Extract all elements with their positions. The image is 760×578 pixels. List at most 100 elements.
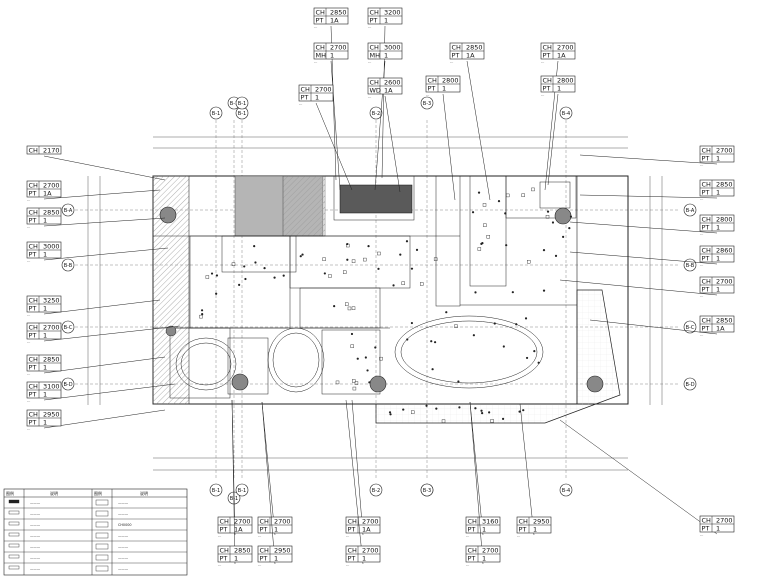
tag-note: --- (700, 197, 703, 201)
fixture-square (351, 259, 356, 263)
fixture-square (205, 275, 210, 279)
fixture-dot (350, 332, 354, 336)
tag-code-label: CH (452, 44, 462, 52)
tag-code-label: PT (29, 217, 37, 225)
fixture-dot (458, 406, 461, 409)
fixture-square (401, 281, 405, 285)
axis-bubble: B-B (683, 258, 697, 272)
tag-code-value: 1A (557, 52, 566, 60)
tag-code-value: 2700 (274, 518, 291, 526)
legend-symbol-heading-2: 图例 (94, 490, 102, 496)
tag-code-label: PT (543, 52, 551, 60)
tag-code-label: PT (702, 155, 710, 163)
fixture-dot (200, 309, 204, 312)
fixture-dot (377, 267, 380, 270)
legend-symbol-2 (95, 521, 109, 528)
tag-note: --- (346, 534, 349, 538)
tag-code-label: CH (702, 517, 712, 525)
tag-code-label: PT (348, 555, 356, 563)
tag-code-label: PT (543, 85, 551, 93)
legend-symbol-2 (95, 554, 109, 561)
tag-code-label: CH (702, 247, 712, 255)
tag-code-label: CH (702, 216, 712, 224)
tag-code-value: 1 (43, 332, 47, 340)
ceiling-fixtures (199, 187, 573, 423)
fixture-dot (524, 317, 528, 320)
axis-bubble: B-1 (235, 96, 249, 110)
tag-code-label: WD (370, 87, 381, 95)
legend-symbol (8, 565, 20, 570)
legend-desc-2: ——— (118, 545, 129, 549)
fixture-dot (518, 410, 521, 413)
axis-label: B-1 (212, 488, 220, 494)
fixture-dot (504, 212, 507, 215)
axis-bubble: B-1 (209, 106, 223, 120)
tag-code-value: 1 (274, 526, 278, 534)
axis-label: B-A (64, 208, 73, 214)
tag-leader-line (569, 251, 718, 265)
fixture-dot (415, 248, 419, 251)
axis-label: B-B (686, 263, 695, 269)
tag-code-label: CH (543, 77, 553, 85)
fixture-square (531, 187, 535, 192)
fixture-dot (522, 409, 525, 412)
tag-code-value: 1A (466, 52, 475, 60)
tag-code-label: CH (29, 182, 39, 190)
tag-code-value: 1 (716, 525, 720, 533)
legend-desc-2: ——— (118, 556, 129, 560)
fixture-dot (554, 254, 558, 257)
tag-code-label: PT (301, 94, 309, 102)
fixture-dot (569, 215, 573, 218)
tag-code-value: 1 (234, 555, 238, 563)
fixture-dot (511, 291, 514, 294)
legend-desc-2: ——— (118, 512, 129, 516)
tag-code-value: 2170 (43, 147, 60, 155)
tag-leader-line (559, 419, 718, 535)
tag-leader-line (43, 299, 161, 315)
fixture-dot (323, 272, 326, 275)
tag-code-value: 1A (362, 526, 371, 534)
legend-desc: ——— (30, 501, 41, 505)
tag-code-label: MH (316, 52, 327, 60)
tag-leader-line (261, 401, 276, 565)
tag-code-label: PT (702, 255, 710, 263)
fixture-dot (525, 356, 529, 360)
axis-label: B-C (64, 325, 73, 331)
tag-leader-line (43, 325, 181, 342)
tag-note: --- (450, 60, 453, 64)
tag-code-label: CH (260, 518, 270, 526)
tag-code-label: PT (29, 332, 37, 340)
legend-symbol-2 (95, 565, 109, 572)
fixture-dot (368, 381, 371, 384)
tag-note: --- (700, 263, 703, 267)
legend-desc-2: ——— (118, 534, 129, 538)
fixture-dot (505, 244, 508, 247)
legend-symbol-2 (95, 510, 109, 517)
tag-code-label: CH (370, 79, 380, 87)
legend-desc: ——— (30, 534, 41, 538)
fixture-dot (515, 323, 518, 326)
tag-code-value: 2700 (362, 547, 379, 555)
axis-label: B-1 (212, 111, 220, 117)
tag-code-label: CH (316, 9, 326, 17)
tag-code-label: CH (702, 147, 712, 155)
tag-leader-line (43, 189, 161, 200)
fixture-square (350, 344, 354, 348)
axis-label: B-1 (238, 111, 246, 117)
fixture-dot (501, 417, 505, 420)
tag-leader-line (384, 95, 401, 193)
tag-leader-line (519, 403, 535, 536)
tag-code-value: 1 (43, 251, 47, 259)
fixture-dot (471, 211, 475, 214)
fixture-square (441, 419, 446, 423)
tag-code-value: 2700 (330, 44, 347, 52)
